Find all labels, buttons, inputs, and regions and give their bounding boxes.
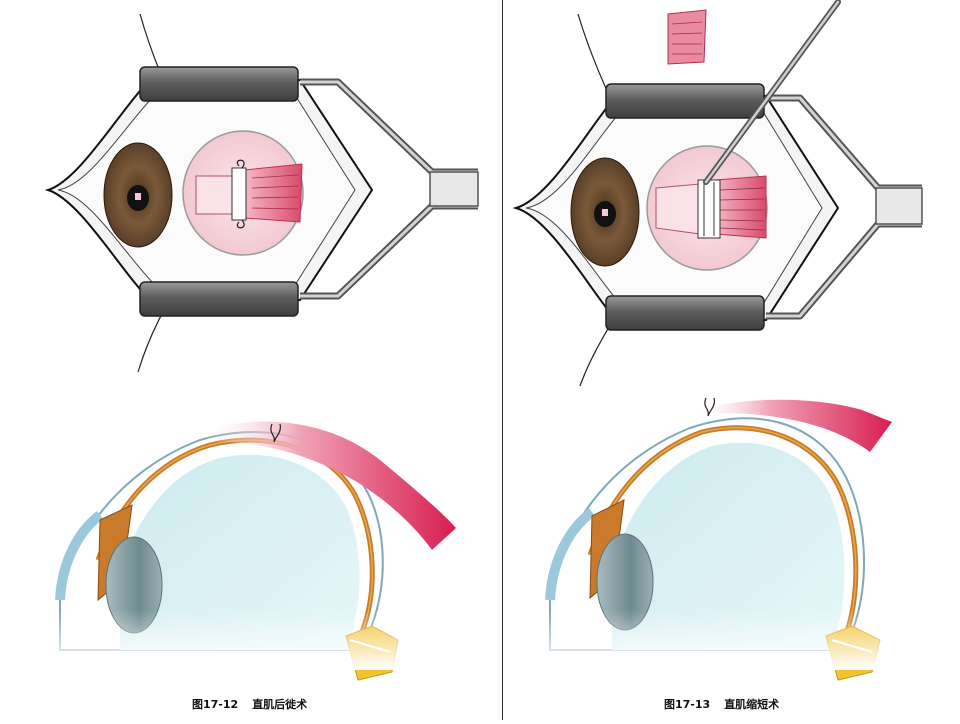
cornea-right: [545, 507, 596, 601]
figure-caption-right: 图17-13 直肌缩短术: [664, 696, 779, 712]
resected-muscle: [690, 399, 892, 452]
pupil-reflection: [135, 193, 141, 200]
resection-clamp: [697, 179, 721, 239]
suture-knot: [270, 423, 281, 443]
speculum-handle: [429, 171, 479, 207]
excised-muscle-segment: [667, 9, 707, 65]
rectus-muscle: [244, 163, 303, 223]
cornea: [55, 511, 104, 601]
figure-caption-left: 图17-12 直肌后徙术: [192, 696, 307, 712]
muscle-clamp: [231, 167, 247, 221]
vitreous-right: [612, 442, 845, 650]
tendon-stump-right: [655, 183, 701, 235]
recessed-muscle: [200, 421, 456, 550]
right-top-surgical-view: [512, 0, 923, 387]
speculum-handle-right: [875, 187, 923, 225]
vitreous: [120, 454, 360, 650]
suture-knots: [236, 159, 245, 229]
figure-title: 直肌后徙术: [252, 698, 308, 711]
left-bottom-cross-section: [40, 421, 456, 681]
right-bottom-cross-section: [530, 397, 930, 681]
speculum-bar-bottom: [139, 281, 299, 317]
figure-title: 直肌缩短术: [724, 698, 780, 711]
tendon-stump: [195, 175, 237, 215]
speculum-bar-top-right: [605, 83, 765, 119]
speculum-bar-top: [139, 66, 299, 102]
speculum-bar-bottom-right: [605, 295, 765, 331]
figure-number: 图17-13: [664, 698, 711, 711]
panel-divider: [502, 0, 503, 720]
suture-knot-right: [704, 397, 715, 417]
left-top-surgical-view: [44, 13, 479, 373]
figure-number: 图17-12: [192, 698, 239, 711]
